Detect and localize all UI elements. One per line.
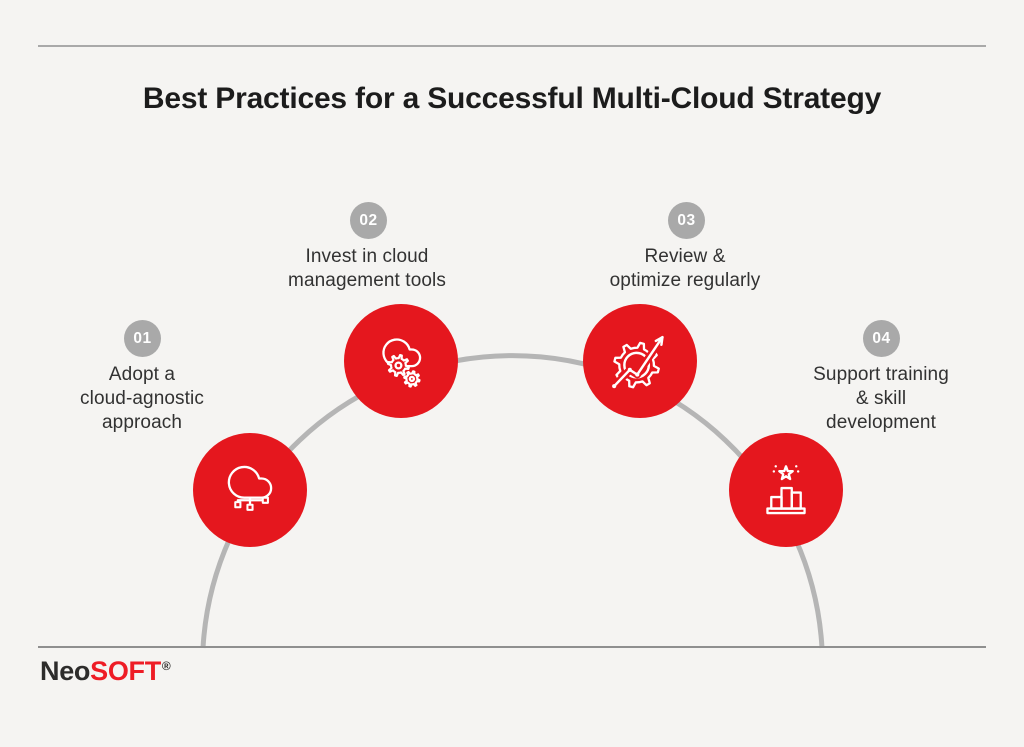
label-line: approach xyxy=(101,412,183,433)
step-01-number-badge: 01 xyxy=(124,320,161,357)
step-01-label: Adopt a cloud-agnostic approach xyxy=(22,363,262,435)
step-04-node xyxy=(729,433,843,547)
label-line: management tools xyxy=(288,270,446,291)
cloud-network-icon xyxy=(227,465,273,511)
label-line: optimize regularly xyxy=(609,270,761,291)
step-02-label: Invest in cloud management tools xyxy=(247,245,487,293)
label-line: Review & xyxy=(644,246,726,267)
step-03-number-badge: 03 xyxy=(668,202,705,239)
page-title: Best Practices for a Successful Multi-Cl… xyxy=(142,82,882,115)
logo-text-soft: SOFT xyxy=(90,656,161,686)
step-02-number-badge: 02 xyxy=(350,202,387,239)
step-04-label: Support training & skill development xyxy=(761,363,1001,435)
label-line: Adopt a xyxy=(108,364,176,385)
label-line: & skill xyxy=(855,388,907,409)
step-03-node xyxy=(583,304,697,418)
step-02-node xyxy=(344,304,458,418)
label-line: development xyxy=(826,412,936,433)
step-03-label: Review & optimize regularly xyxy=(565,245,805,293)
gear-growth-arrow-icon xyxy=(610,333,667,390)
top-divider xyxy=(38,45,986,47)
logo-text-neo: Neo xyxy=(40,656,91,686)
podium-star-icon xyxy=(766,465,806,515)
label-line: Invest in cloud xyxy=(305,246,429,267)
bottom-divider xyxy=(38,646,986,648)
label-line: cloud-agnostic xyxy=(80,388,204,409)
neosoft-logo: NeoSOFT® xyxy=(40,656,171,687)
cloud-gears-icon xyxy=(382,338,422,388)
registered-mark: ® xyxy=(161,659,171,673)
label-line: Support training xyxy=(813,364,949,385)
step-04-number-badge: 04 xyxy=(863,320,900,357)
step-01-node xyxy=(193,433,307,547)
